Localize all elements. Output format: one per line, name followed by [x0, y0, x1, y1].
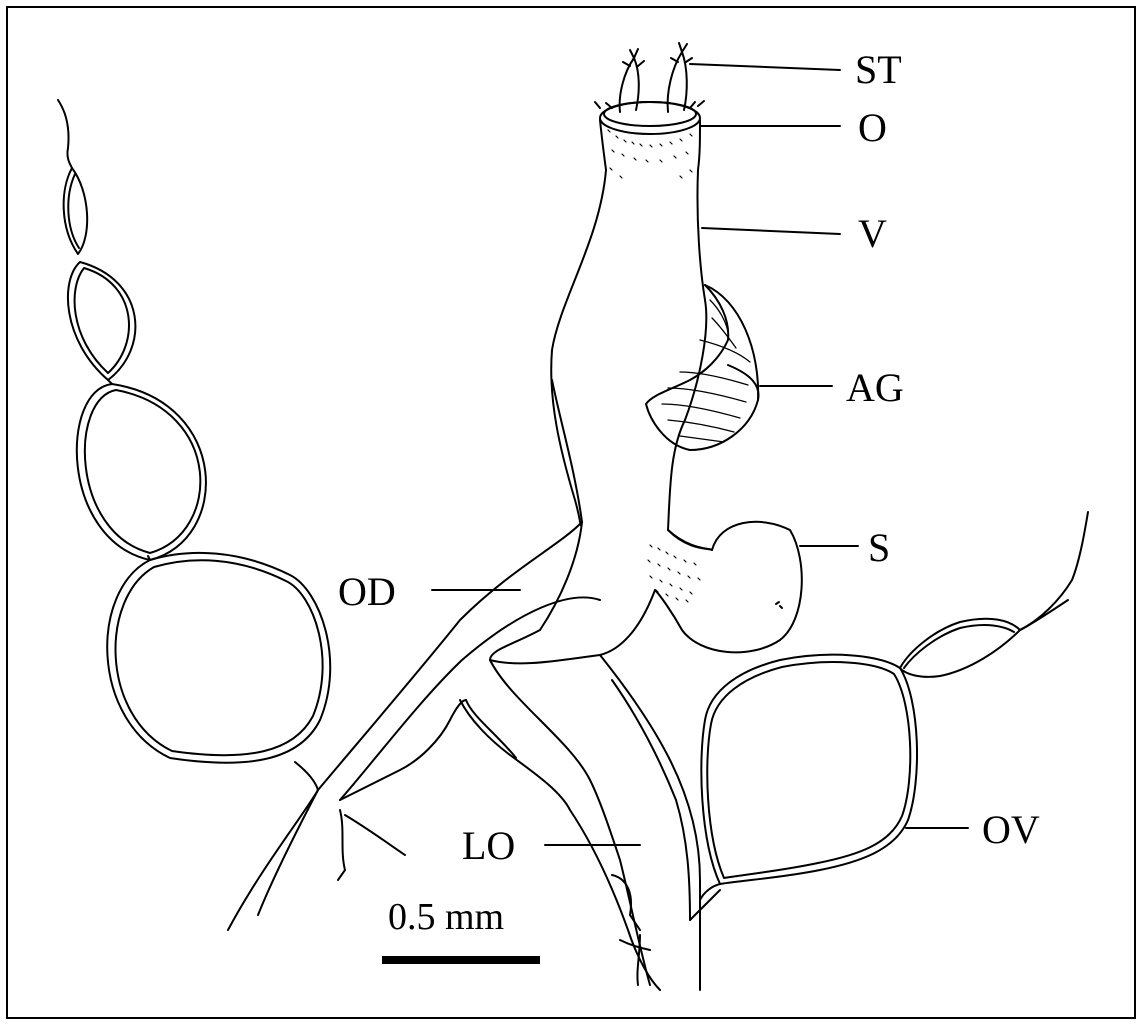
- spermatheca: [648, 522, 802, 653]
- label-ag: AG: [846, 368, 904, 408]
- label-s: S: [868, 528, 890, 568]
- oviduct: [228, 380, 600, 930]
- label-st: ST: [855, 50, 902, 90]
- left-ovary-chain: [58, 100, 330, 763]
- ostium-stipple: [608, 130, 692, 178]
- label-o: O: [858, 108, 887, 148]
- label-ov: OV: [982, 810, 1040, 850]
- scale-bar: [382, 956, 540, 964]
- label-lo: LO: [462, 826, 515, 866]
- leader-lines: [432, 64, 968, 845]
- leader-st: [690, 64, 840, 70]
- accessory-gland: [646, 285, 758, 450]
- label-v: V: [858, 214, 887, 254]
- label-od: OD: [338, 572, 396, 612]
- spermatheca-stipple: [648, 545, 700, 602]
- scale-bar-label: 0.5 mm: [388, 898, 504, 936]
- leader-v: [702, 228, 840, 234]
